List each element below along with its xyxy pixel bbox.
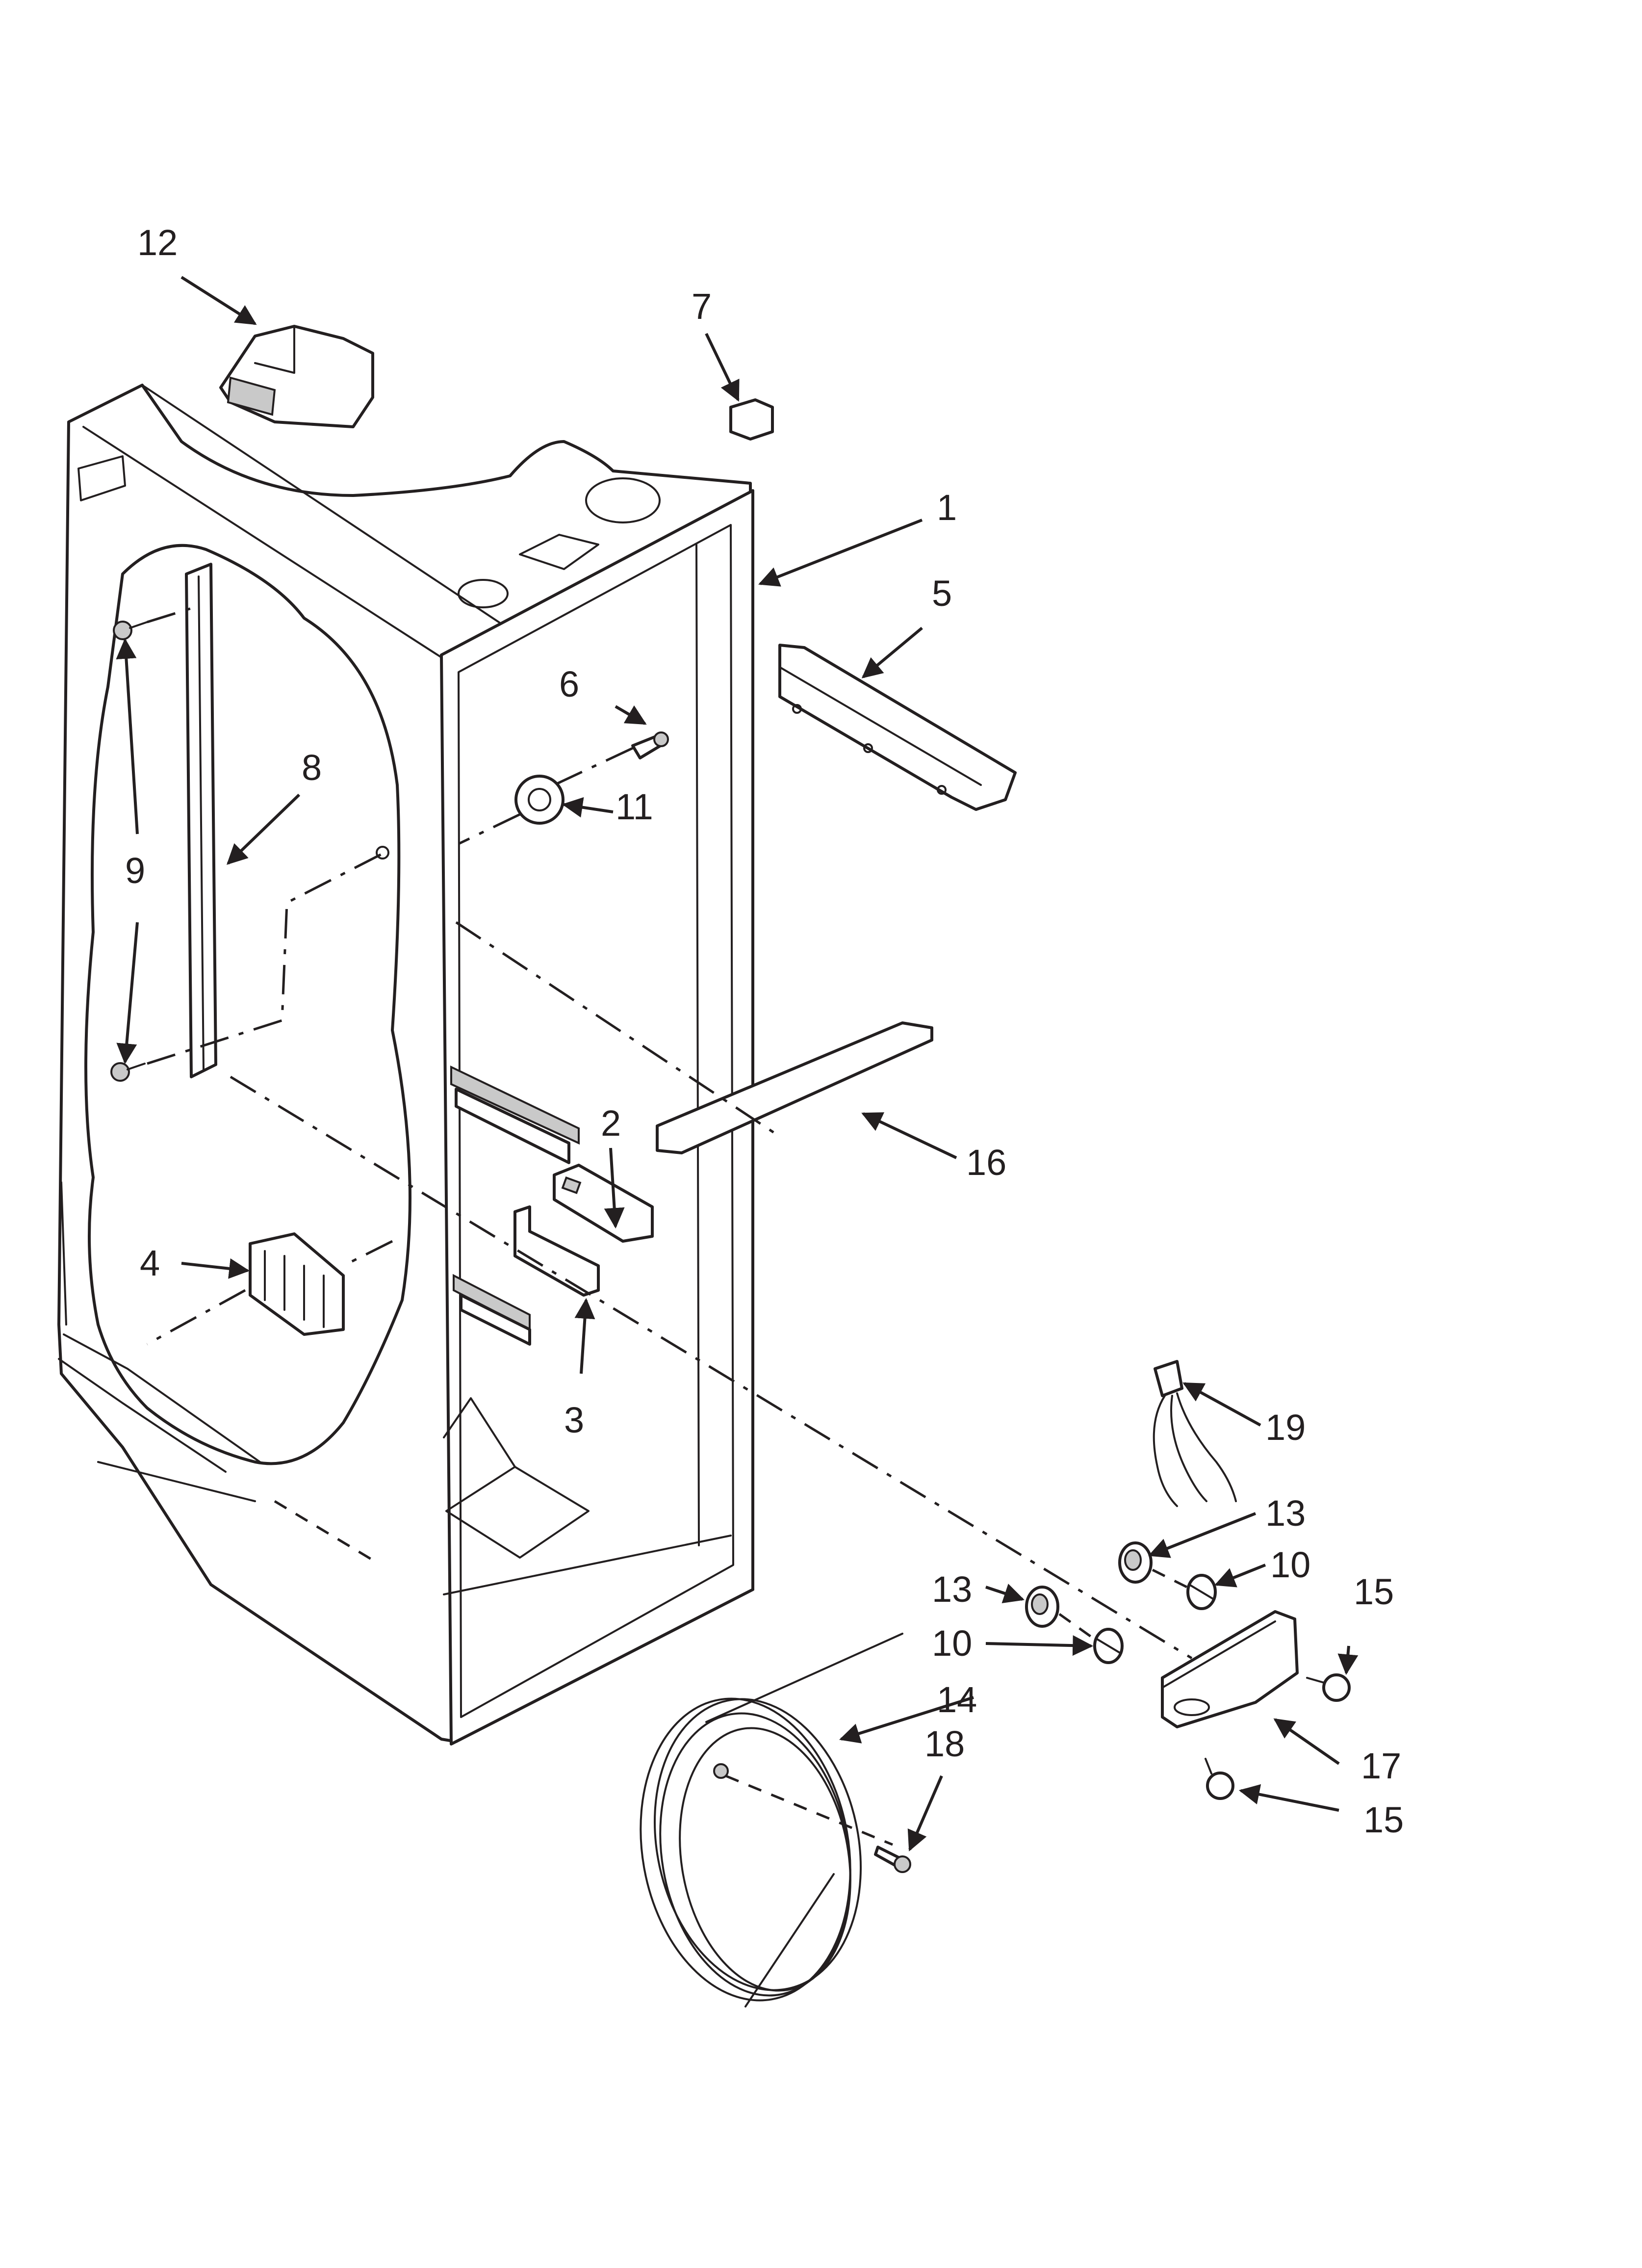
callout-5: 5 [932, 573, 952, 614]
callout-11: 11 [616, 786, 653, 827]
socket-10-left [1093, 1628, 1124, 1664]
screw-9-bottom [110, 1062, 146, 1082]
screw-17 [874, 1846, 911, 1873]
callout-14: 14 [937, 1679, 977, 1720]
callout-7: 7 [692, 286, 712, 327]
cabinet-liner [57, 384, 754, 1746]
callout-15-bottom: 15 [1363, 1799, 1404, 1840]
callout-13-left: 13 [932, 1569, 972, 1610]
vent-4 [249, 1232, 345, 1336]
control-housing-12 [219, 325, 374, 428]
shelf-rail [185, 563, 217, 1078]
wire-harness-19 [1153, 1360, 1237, 1507]
socket-13-left [1025, 1586, 1059, 1628]
clip-7 [729, 398, 774, 441]
callout-10-right: 10 [1270, 1544, 1310, 1585]
leader-lines [116, 276, 1359, 1851]
callout-12: 12 [137, 222, 178, 263]
socket-11 [514, 775, 564, 825]
callout-6: 6 [559, 664, 579, 704]
socket-13-right [1118, 1541, 1153, 1584]
callout-9: 9 [125, 850, 145, 891]
callout-1: 1 [937, 487, 957, 528]
callout-2: 2 [601, 1103, 621, 1144]
callout-10-left: 10 [932, 1623, 972, 1664]
channel-cover-5 [778, 644, 1017, 811]
trim-2 [553, 1164, 654, 1243]
callout-4: 4 [140, 1243, 160, 1283]
callout-8: 8 [302, 747, 322, 788]
callout-13-right: 13 [1265, 1493, 1306, 1534]
screw-6 [631, 731, 669, 759]
housing-18 [1161, 1610, 1299, 1728]
plug-15-top [1306, 1673, 1351, 1702]
bracket-16 [656, 1021, 933, 1154]
trim-3 [513, 1205, 600, 1297]
callout-19: 19 [1265, 1407, 1306, 1448]
callout-15-top: 15 [1354, 1571, 1394, 1612]
callout-3: 3 [564, 1400, 584, 1440]
callout-16: 16 [966, 1142, 1006, 1183]
callout-labels: 12 7 1 5 6 11 8 9 2 3 4 16 19 13 10 15 1… [125, 222, 1404, 1840]
socket-10-right [1186, 1574, 1217, 1610]
callout-17: 18 [924, 1723, 965, 1764]
callout-18: 17 [1361, 1746, 1401, 1786]
water-tube-14 [640, 1633, 903, 2007]
plug-15-bottom [1205, 1758, 1234, 1800]
